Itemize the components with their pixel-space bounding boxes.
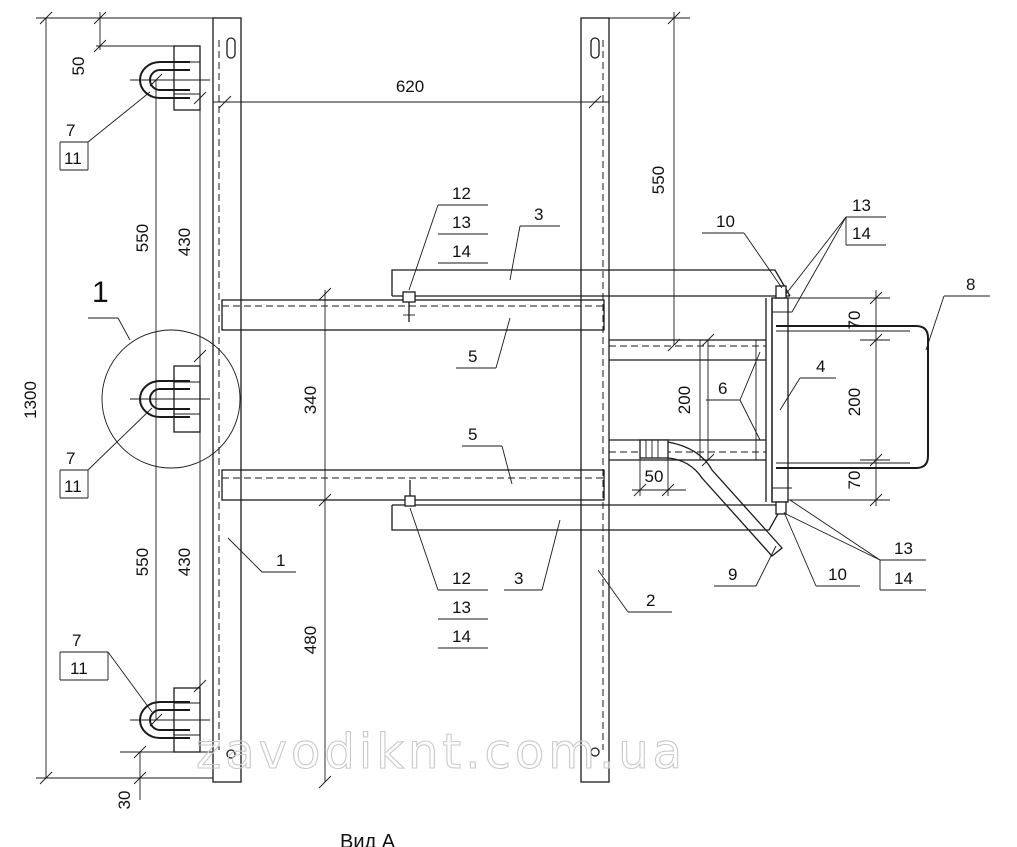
dim-50-small: 50 [645, 467, 664, 486]
dim-200-middle: 200 [675, 386, 694, 414]
callout-13-right-bottom: 13 [894, 539, 913, 558]
dim-480: 480 [301, 626, 320, 654]
dim-550-lower: 550 [133, 548, 152, 576]
detail-marker-text: 1 [92, 276, 109, 309]
view-label: Вид А [340, 831, 396, 847]
callout-13-right-top: 13 [852, 196, 871, 215]
callout-7-bottom: 7 [72, 631, 81, 650]
leader-lines [60, 91, 990, 713]
callout-12-top: 12 [452, 184, 471, 203]
callout-3-bottom: 3 [514, 569, 523, 588]
dim-200-right: 200 [845, 388, 864, 416]
callout-5-bottom: 5 [468, 425, 477, 444]
callout-boxes [59, 142, 881, 681]
callout-10-bottom: 10 [828, 565, 847, 584]
callout-2: 2 [646, 591, 655, 610]
post-right [580, 17, 610, 783]
bolt-top [402, 291, 416, 322]
angle-bar-bottom [391, 504, 784, 531]
callout-13-bottom: 13 [452, 598, 471, 617]
handle-loop [776, 325, 929, 469]
dim-1300: 1300 [21, 381, 40, 419]
bracket-frame [609, 285, 792, 515]
callout-10-top: 10 [716, 212, 735, 231]
callout-11-top: 11 [64, 149, 82, 168]
dim-30: 30 [115, 791, 134, 810]
callout-11-mid: 11 [64, 477, 82, 496]
callout-13-top: 13 [452, 213, 471, 232]
dimension-lines [36, 11, 890, 800]
callout-6: 6 [718, 379, 727, 398]
bolt-bottom [404, 480, 416, 507]
angle-bar-top [391, 269, 791, 297]
watermark: zavodiknt.com.ua [196, 724, 686, 780]
lever [639, 439, 783, 557]
callout-3-top: 3 [534, 205, 543, 224]
callout-4: 4 [816, 357, 825, 376]
detail-circle [101, 329, 241, 469]
callout-8: 8 [966, 275, 975, 294]
callout-1: 1 [276, 551, 285, 570]
dim-550-right: 550 [649, 166, 668, 194]
dim-550-upper: 550 [133, 224, 152, 252]
post-left [212, 17, 242, 783]
dim-340: 340 [301, 386, 320, 414]
dim-70-bottom: 70 [845, 471, 864, 490]
dim-50: 50 [69, 57, 88, 76]
callout-9: 9 [728, 565, 737, 584]
callout-14-top: 14 [452, 242, 471, 261]
callout-14-right-bottom: 14 [894, 569, 913, 588]
callout-12-bottom: 12 [452, 569, 471, 588]
callout-7-top: 7 [66, 121, 75, 140]
clamp-middle [130, 365, 210, 433]
callout-14-bottom: 14 [452, 627, 471, 646]
callout-5-top: 5 [468, 347, 477, 366]
dim-70-top: 70 [845, 311, 864, 330]
dim-430-upper: 430 [175, 228, 194, 256]
callout-11-bottom: 11 [70, 659, 88, 678]
callout-7-mid: 7 [66, 449, 75, 468]
dim-620: 620 [396, 77, 424, 96]
dim-430-lower: 430 [175, 548, 194, 576]
callout-14-right-top: 14 [852, 224, 871, 243]
